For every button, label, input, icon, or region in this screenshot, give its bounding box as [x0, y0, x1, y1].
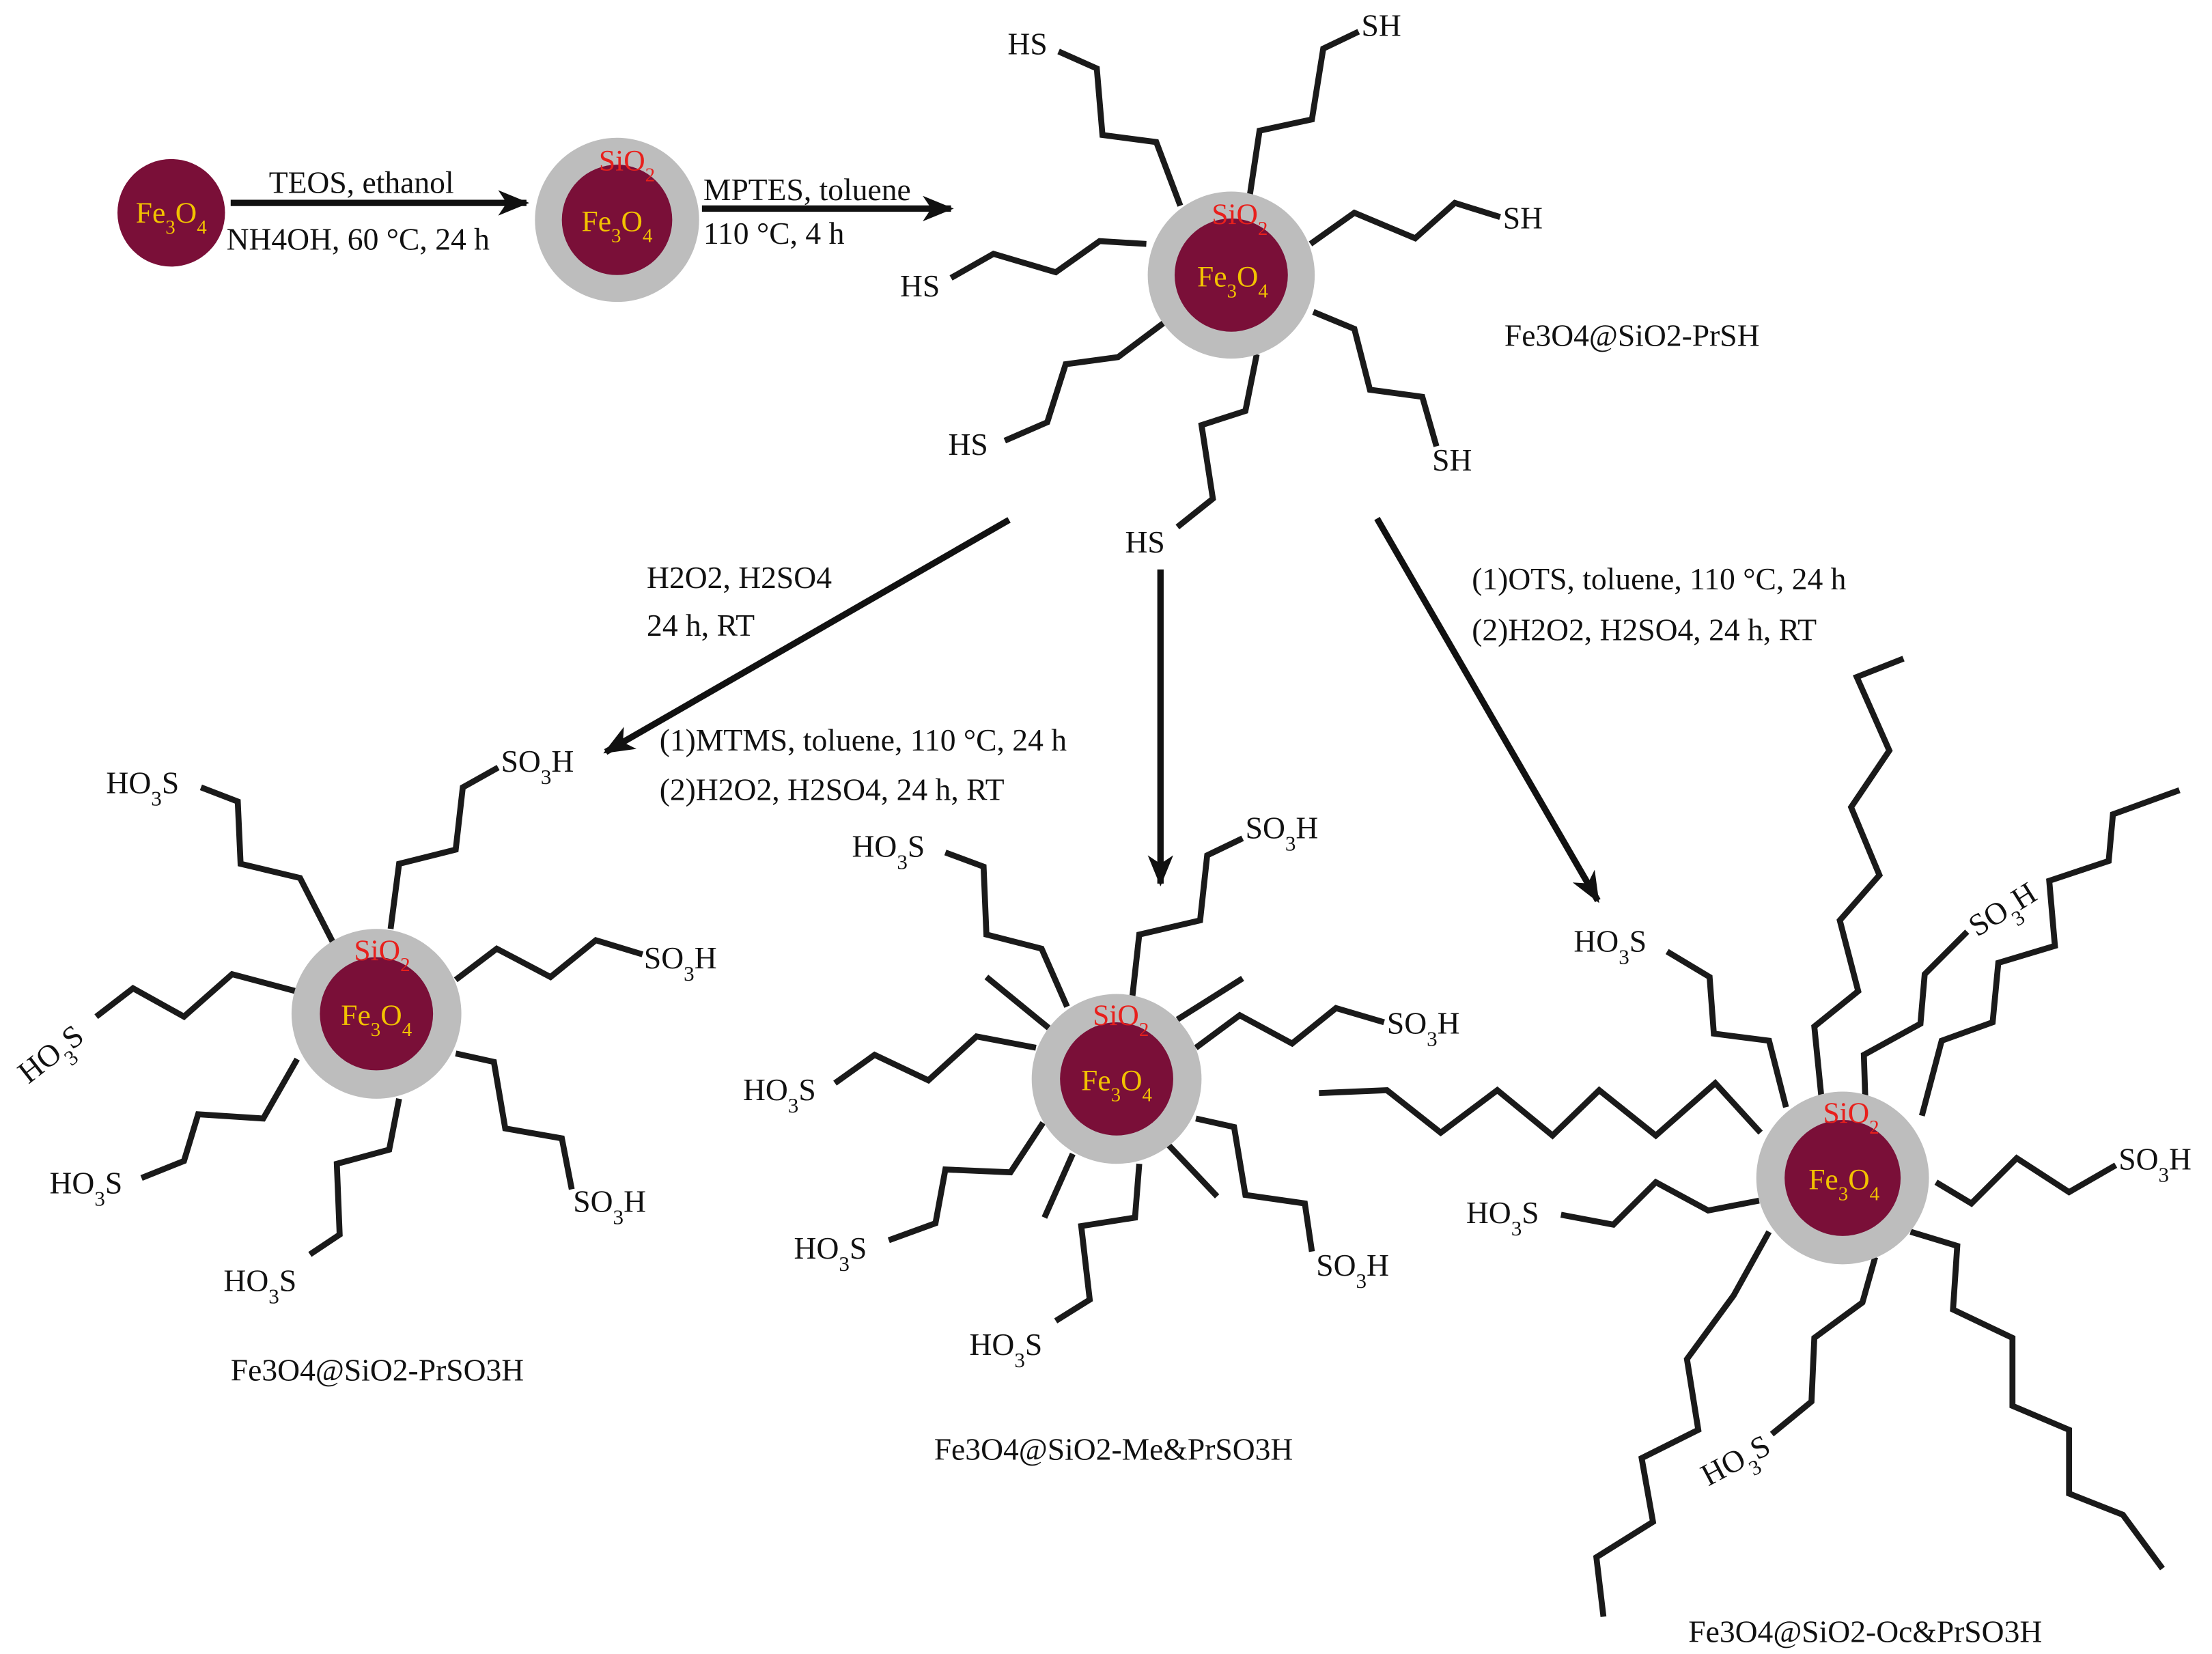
- octyl-chain: [1593, 1230, 1772, 1617]
- sulfonic-acid-group: HO3S: [970, 1327, 1043, 1371]
- core-label: Fe3O4: [1081, 1064, 1152, 1106]
- sulfonic-acid-group: HO3S: [50, 1166, 123, 1210]
- sulfonic-acid-group: SO3H: [573, 1184, 646, 1229]
- octyl-chain: [1319, 1078, 1763, 1140]
- product-label-prso3h: Fe3O4@SiO2-PrSO3H: [231, 1352, 524, 1387]
- shell-label: SiO2: [1212, 198, 1268, 240]
- propyl-chain: [944, 850, 1070, 1008]
- core-label: Fe3O4: [341, 999, 412, 1041]
- propyl-chain: [1057, 48, 1184, 207]
- sulfonic-acid-group: SO3H: [644, 940, 717, 985]
- core-label: Fe3O4: [1197, 260, 1268, 302]
- thiol-group: HS: [948, 427, 988, 462]
- methyl-group: [1041, 1152, 1076, 1219]
- thiol-group: HS: [1125, 524, 1164, 559]
- propyl-chain: [1194, 1005, 1385, 1050]
- octyl-chain: [1918, 787, 2181, 1117]
- sulfonic-acid-group: SO3H: [1316, 1248, 1389, 1293]
- arrow-step3: [603, 517, 1011, 755]
- step5-conditions-line1: (1)OTS, toluene, 110 °C, 24 h: [1472, 561, 1846, 596]
- thiol-group: SH: [1432, 443, 1472, 477]
- step3-conditions-line2: 24 h, RT: [647, 608, 755, 643]
- propyl-chain: [1312, 309, 1440, 447]
- core-label: Fe3O4: [136, 197, 207, 238]
- bare-fe3o4-particle: Fe3O4: [117, 158, 225, 267]
- propyl-chain: [949, 238, 1147, 281]
- product-label-meprso3h: Fe3O4@SiO2-Me&PrSO3H: [934, 1431, 1293, 1466]
- propyl-chain: [1934, 1154, 2118, 1207]
- sulfonic-acid-group: SO3H: [2118, 1141, 2192, 1186]
- sulfonic-acid-group: HO3S: [1695, 1427, 1780, 1501]
- step2-conditions-top: MPTES, toluene: [703, 172, 911, 207]
- propyl-chain: [1665, 949, 1789, 1108]
- sulfonic-acid-group: HO3S: [852, 829, 925, 873]
- sulfonic-acid-group: HO3S: [11, 1018, 96, 1097]
- propyl-chain: [387, 765, 500, 929]
- prso3h-particle: SiO2 Fe3O4 SO3H HO3S SO3H HO3S HO3S SO3H…: [11, 744, 716, 1308]
- sulfonic-acid-group: HO3S: [223, 1263, 296, 1308]
- step3-conditions-line1: H2O2, H2SO4: [647, 560, 832, 595]
- thiol-group: SH: [1503, 200, 1543, 235]
- step4-conditions-line1: (1)MTMS, toluene, 110 °C, 24 h: [660, 723, 1067, 757]
- sulfonic-acid-group: SO3H: [1246, 811, 1319, 856]
- arrow-step5: [1374, 516, 1601, 903]
- shell-label: SiO2: [354, 934, 410, 976]
- prsh-particle: SiO2 Fe3O4 SH HS SH HS HS SH HS: [900, 8, 1543, 559]
- propyl-chain: [1054, 1163, 1143, 1323]
- propyl-chain: [1195, 1115, 1315, 1252]
- product-label-ocprso3h: Fe3O4@SiO2-Oc&PrSO3H: [1688, 1614, 2042, 1649]
- step5-conditions-line2: (2)H2O2, H2SO4, 24 h, RT: [1472, 612, 1817, 647]
- shell-label: SiO2: [1093, 999, 1149, 1041]
- propyl-chain: [455, 1050, 575, 1190]
- thiol-group: HS: [900, 268, 940, 303]
- methyl-group: [1175, 976, 1244, 1022]
- propyl-chain: [1860, 929, 1970, 1097]
- propyl-chain: [887, 1121, 1046, 1244]
- ocprso3h-particle: SiO2 Fe3O4 SO3H HO3S SO3H HO3S HO3S: [1319, 656, 2192, 1617]
- core-label: Fe3O4: [1808, 1164, 1879, 1205]
- shell-label: SiO2: [599, 144, 655, 186]
- sulfonic-acid-group: HO3S: [106, 765, 179, 810]
- propyl-chain: [94, 970, 297, 1020]
- thiol-group: HS: [1007, 27, 1047, 61]
- fe3o4-sio2-particle: SiO2 Fe3O4: [535, 137, 699, 303]
- methyl-group: [984, 975, 1051, 1031]
- core-label: Fe3O4: [582, 206, 653, 247]
- propyl-chain: [1245, 29, 1360, 206]
- sulfonic-acid-group: SO3H: [501, 744, 574, 789]
- shell-label: SiO2: [1823, 1097, 1879, 1138]
- propyl-chain: [308, 1098, 402, 1257]
- propyl-chain: [453, 936, 644, 983]
- propyl-chain: [1129, 835, 1244, 999]
- sulfonic-acid-group: HO3S: [743, 1072, 816, 1117]
- meprso3h-particle: SiO2 Fe3O4 SO3H HO3S SO3H HO3S HO3S SO3H…: [743, 811, 1460, 1372]
- propyl-chain: [833, 1033, 1037, 1086]
- octyl-chain: [1811, 656, 1905, 1098]
- methyl-group: [1165, 1142, 1220, 1199]
- propyl-chain: [1769, 1256, 1878, 1437]
- thiol-group: SH: [1362, 8, 1401, 43]
- step1-conditions-bottom: NH4OH, 60 °C, 24 h: [227, 222, 490, 257]
- propyl-chain: [1560, 1178, 1760, 1229]
- propyl-chain: [1308, 199, 1501, 247]
- step2-conditions-bottom: 110 °C, 4 h: [703, 216, 845, 251]
- octyl-chain: [1909, 1229, 2165, 1571]
- sulfonic-acid-group: SO3H: [1962, 875, 2047, 951]
- step1-conditions-top: TEOS, ethanol: [269, 165, 454, 200]
- propyl-chain: [1003, 316, 1171, 444]
- product-label-prsh: Fe3O4@SiO2-PrSH: [1504, 318, 1760, 352]
- sulfonic-acid-group: HO3S: [794, 1231, 867, 1276]
- sulfonic-acid-group: SO3H: [1387, 1006, 1460, 1050]
- step4-conditions-line2: (2)H2O2, H2SO4, 24 h, RT: [660, 772, 1005, 807]
- propyl-chain: [1175, 353, 1260, 530]
- sulfonic-acid-group: HO3S: [1466, 1195, 1539, 1240]
- propyl-chain: [140, 1057, 300, 1181]
- propyl-chain: [199, 784, 335, 943]
- sulfonic-acid-group: HO3S: [1573, 923, 1647, 968]
